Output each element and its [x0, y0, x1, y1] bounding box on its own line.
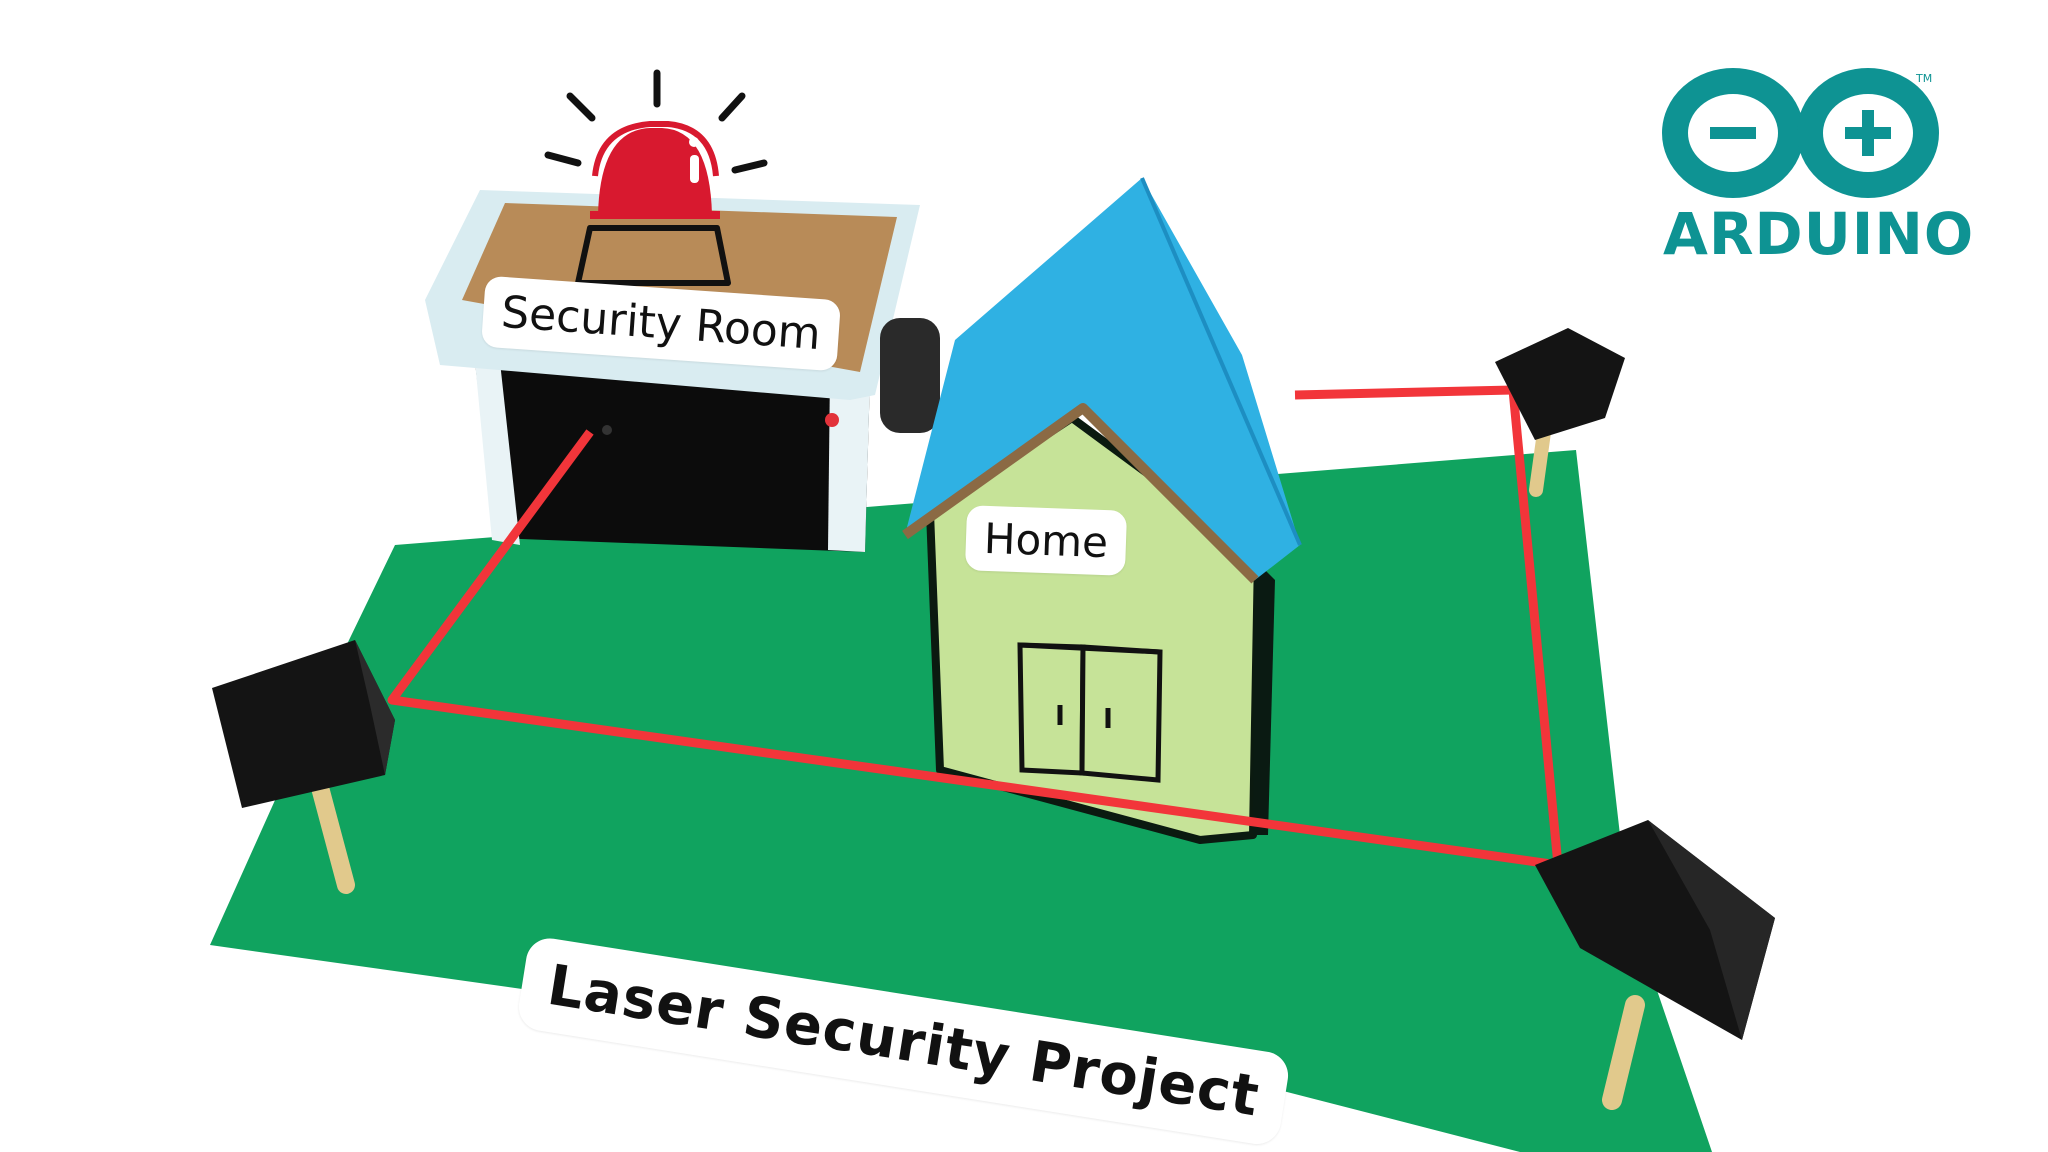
security-room [425, 190, 940, 552]
arduino-logo-icon [1662, 68, 1939, 198]
home-label: Home [964, 505, 1128, 576]
home-door [1017, 642, 1163, 783]
arduino-tm-mark: TM [1915, 72, 1932, 85]
alarm-beacon-icon [544, 69, 768, 286]
laser-sensor-right-top [1495, 328, 1625, 497]
arduino-logo-text: ARDUINO [1663, 200, 1975, 268]
laser-sensor-right-bottom [1535, 820, 1775, 1110]
laser-sensor-left [212, 640, 395, 894]
